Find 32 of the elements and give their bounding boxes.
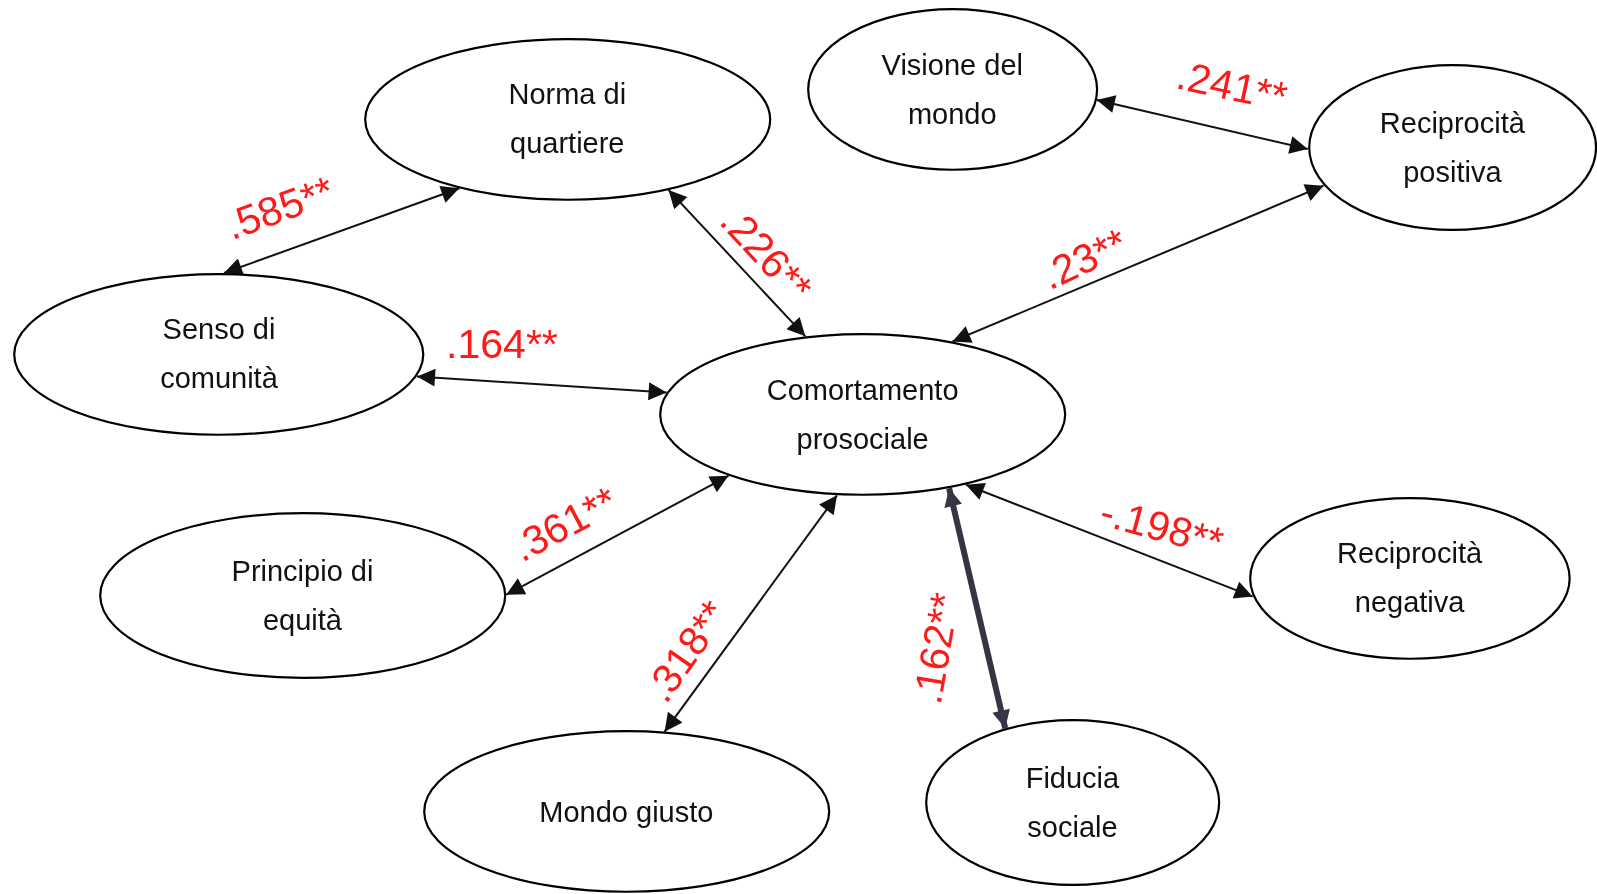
node-label: Norma di quartiere (507, 77, 628, 162)
node-label: Principio di equità (230, 553, 375, 638)
node-label: Fiducia sociale (1024, 760, 1121, 845)
edge-label: .23** (1034, 219, 1135, 300)
double-arrow (416, 368, 668, 401)
double-arrow (944, 487, 1010, 729)
double-arrow (951, 184, 1325, 343)
double-arrow (964, 482, 1254, 599)
ellipse-node (658, 333, 1067, 496)
edge-label: .162** (904, 589, 970, 708)
double-arrow (663, 494, 838, 733)
ellipse-node (13, 272, 425, 436)
ellipse-node (363, 37, 771, 201)
ellipse-node (924, 719, 1221, 887)
node-label: Reciprocità negativa (1336, 536, 1484, 621)
node-label: Senso di comunità (159, 312, 279, 397)
edge-label: .241** (1172, 51, 1292, 122)
edge-label: .585** (219, 167, 341, 250)
node-label: Comortamento prosociale (765, 372, 960, 457)
ellipse-node (422, 730, 831, 894)
node-label: Visione del mondo (881, 47, 1024, 132)
ellipse-node (1248, 497, 1571, 660)
double-arrow (1095, 95, 1309, 154)
ellipse-node (98, 512, 507, 680)
edge-label: -.198** (1094, 488, 1228, 567)
edge-label: .164** (446, 320, 558, 368)
node-label: Reciprocità positiva (1378, 105, 1526, 190)
double-arrow (505, 474, 730, 596)
ellipse-node (1307, 64, 1597, 232)
node-label: Mondo giusto (538, 794, 715, 830)
ellipse-node (806, 8, 1098, 172)
double-arrow (667, 188, 807, 338)
